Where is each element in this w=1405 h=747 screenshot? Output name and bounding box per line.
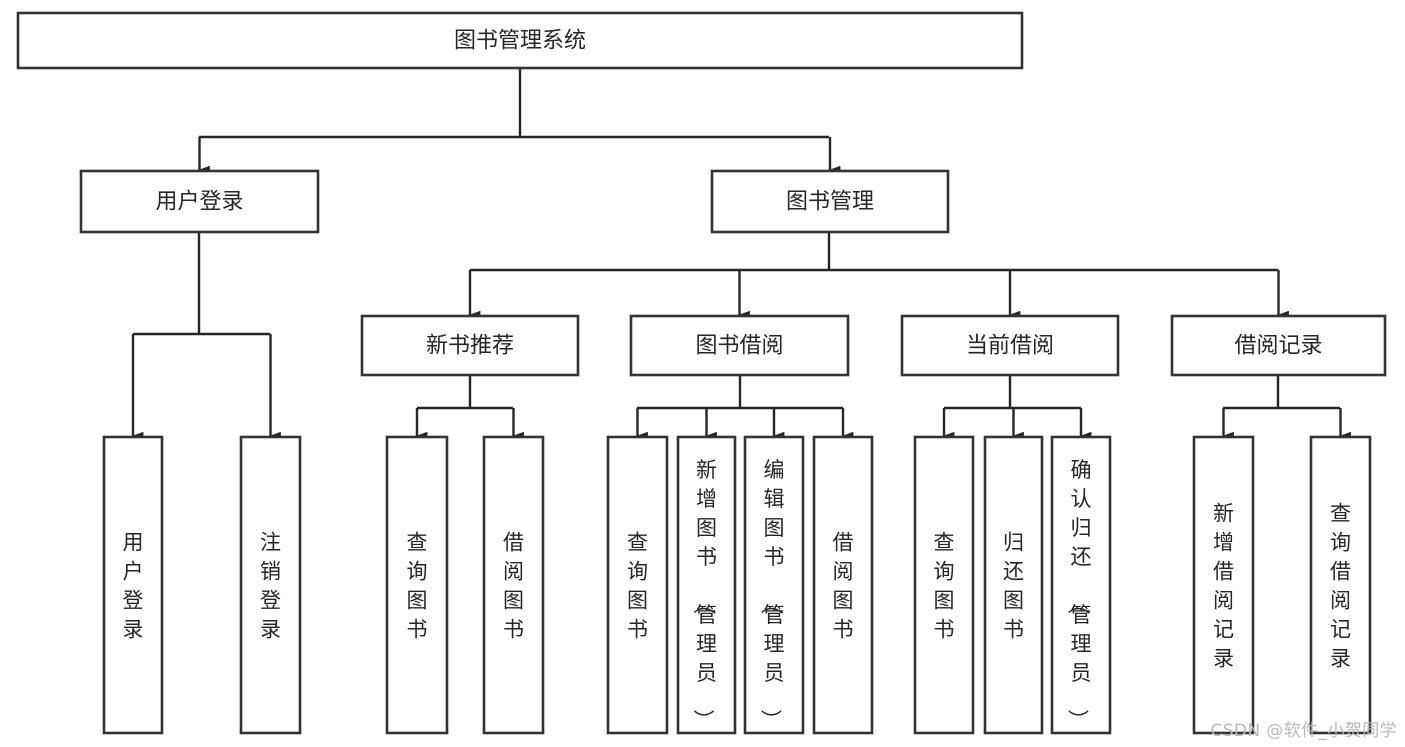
csdn-watermark: CSDN @软件_小贺同学 xyxy=(1210,721,1397,741)
node-leaf-query-book-rec[interactable]: 查询图书 xyxy=(385,435,449,735)
node-box-leaf-user-login[interactable] xyxy=(102,435,164,735)
node-box-leaf-query-book[interactable] xyxy=(606,435,669,735)
node-user-login[interactable]: 用户登录 xyxy=(79,169,320,234)
edges-layer xyxy=(131,68,1351,441)
node-label-leaf-query-record: 查询借阅记录 xyxy=(1330,502,1351,671)
connector-root-bus xyxy=(199,68,829,139)
node-root[interactable]: 图书管理系统 xyxy=(16,11,1024,70)
node-box-leaf-add-book[interactable] xyxy=(676,435,737,735)
node-box-book-manage[interactable] xyxy=(710,169,950,234)
node-box-leaf-borrow-book[interactable] xyxy=(812,435,874,735)
connector-user-login-bus xyxy=(133,232,270,336)
node-box-leaf-query-book-rec[interactable] xyxy=(385,435,449,735)
node-box-leaf-edit-book[interactable] xyxy=(743,435,805,735)
node-box-leaf-confirm-return[interactable] xyxy=(1050,435,1112,735)
node-box-root[interactable] xyxy=(16,11,1024,70)
node-label-leaf-confirm-return: 确认归还（管理员） xyxy=(1066,458,1092,730)
node-label-new-book-recommend: 新书推荐 xyxy=(426,334,514,359)
connector-borrow-record-bus xyxy=(1223,375,1340,410)
node-leaf-borrow-book[interactable]: 借阅图书 xyxy=(812,435,874,735)
node-leaf-borrow-book-rec[interactable]: 借阅图书 xyxy=(482,435,545,735)
node-label-leaf-logout: 注销登录 xyxy=(260,531,281,642)
node-box-leaf-logout[interactable] xyxy=(239,435,302,735)
connector-book-borrow-bus xyxy=(637,375,843,410)
node-label-leaf-query-book-rec: 查询图书 xyxy=(407,531,428,642)
node-borrow-record[interactable]: 借阅记录 xyxy=(1170,314,1387,377)
node-new-book-recommend[interactable]: 新书推荐 xyxy=(360,314,580,377)
node-leaf-query-book[interactable]: 查询图书 xyxy=(606,435,669,735)
node-leaf-query-record[interactable]: 查询借阅记录 xyxy=(1309,435,1372,735)
node-label-leaf-query-book-cur: 查询图书 xyxy=(934,531,955,642)
node-leaf-user-login[interactable]: 用户登录 xyxy=(102,435,164,735)
node-label-book-borrow: 图书借阅 xyxy=(695,334,783,359)
node-box-leaf-return-book[interactable] xyxy=(983,435,1044,735)
connector-book-manage-bus xyxy=(470,232,1278,272)
node-leaf-add-book[interactable]: 新增图书（管理员） xyxy=(676,435,737,735)
node-box-leaf-query-book-cur[interactable] xyxy=(913,435,975,735)
node-box-leaf-query-record[interactable] xyxy=(1309,435,1372,735)
node-label-user-login: 用户登录 xyxy=(155,190,243,215)
node-leaf-edit-book[interactable]: 编辑图书（管理员） xyxy=(743,435,805,735)
node-label-root: 图书管理系统 xyxy=(454,29,586,54)
node-box-leaf-add-record[interactable] xyxy=(1192,435,1255,735)
node-current-borrow[interactable]: 当前借阅 xyxy=(900,314,1120,377)
node-book-borrow[interactable]: 图书借阅 xyxy=(629,314,850,377)
connector-current-borrow-bus xyxy=(944,375,1081,410)
node-box-new-book-recommend[interactable] xyxy=(360,314,580,377)
node-box-current-borrow[interactable] xyxy=(900,314,1120,377)
node-box-leaf-borrow-book-rec[interactable] xyxy=(482,435,545,735)
node-leaf-return-book[interactable]: 归还图书 xyxy=(983,435,1044,735)
node-leaf-query-book-cur[interactable]: 查询图书 xyxy=(913,435,975,735)
node-box-user-login[interactable] xyxy=(79,169,320,234)
node-label-current-borrow: 当前借阅 xyxy=(966,334,1054,359)
node-label-leaf-add-book: 新增图书（管理员） xyxy=(691,458,717,730)
node-label-leaf-edit-book: 编辑图书（管理员） xyxy=(759,458,785,730)
node-label-leaf-query-book: 查询图书 xyxy=(627,531,648,642)
node-label-leaf-return-book: 归还图书 xyxy=(1003,531,1024,642)
node-leaf-add-record[interactable]: 新增借阅记录 xyxy=(1192,435,1255,735)
node-leaf-logout[interactable]: 注销登录 xyxy=(239,435,302,735)
node-book-manage[interactable]: 图书管理 xyxy=(710,169,950,234)
node-label-leaf-user-login: 用户登录 xyxy=(123,531,144,642)
node-label-book-manage: 图书管理 xyxy=(786,190,874,215)
node-box-borrow-record[interactable] xyxy=(1170,314,1387,377)
node-leaf-confirm-return[interactable]: 确认归还（管理员） xyxy=(1050,435,1112,735)
nodes-layer: 图书管理系统用户登录图书管理新书推荐图书借阅当前借阅借阅记录用户登录注销登录查询… xyxy=(16,11,1387,735)
node-box-book-borrow[interactable] xyxy=(629,314,850,377)
connector-new-book-bus xyxy=(417,375,513,410)
node-label-borrow-record: 借阅记录 xyxy=(1234,334,1322,359)
node-label-leaf-borrow-book-rec: 借阅图书 xyxy=(503,531,524,642)
node-label-leaf-borrow-book: 借阅图书 xyxy=(833,531,854,642)
node-label-leaf-add-record: 新增借阅记录 xyxy=(1213,502,1234,671)
